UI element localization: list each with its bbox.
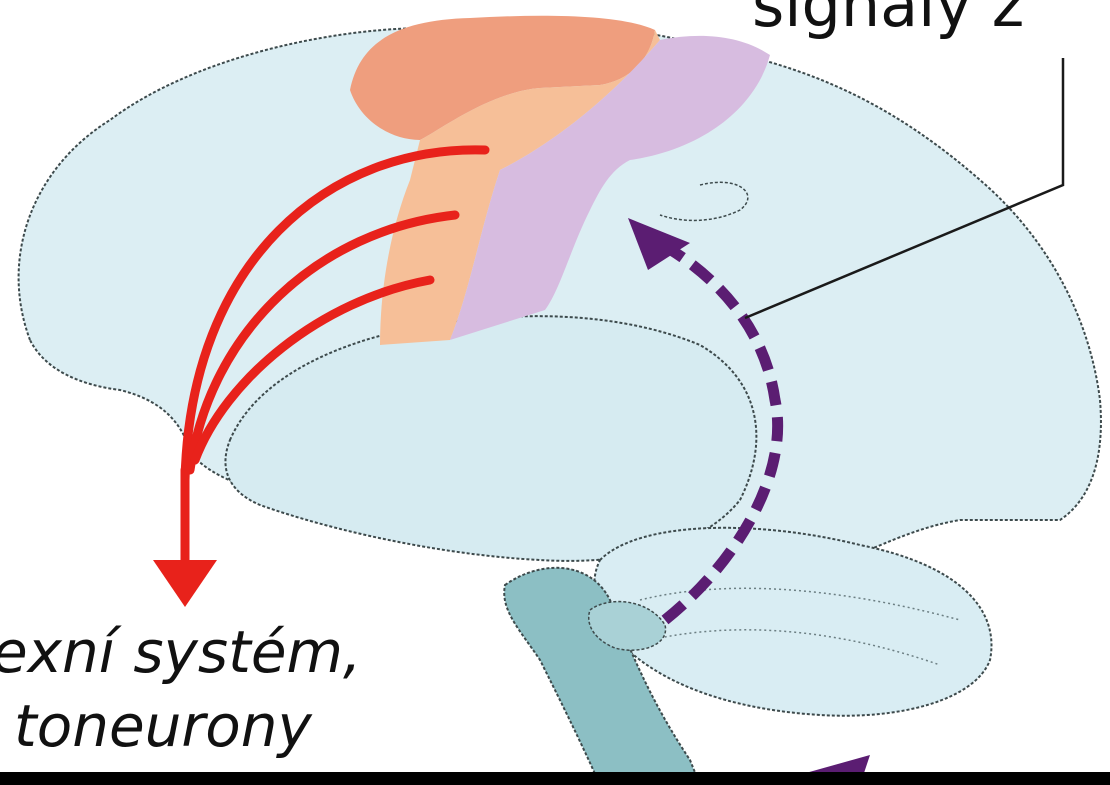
label-top-right: signály z bbox=[752, 0, 1024, 41]
label-output-line2: toneurony bbox=[14, 692, 312, 760]
label-output-line1: exní systém, bbox=[0, 618, 361, 686]
bottom-border bbox=[0, 772, 1110, 785]
red-down-arrow-icon bbox=[153, 560, 217, 607]
